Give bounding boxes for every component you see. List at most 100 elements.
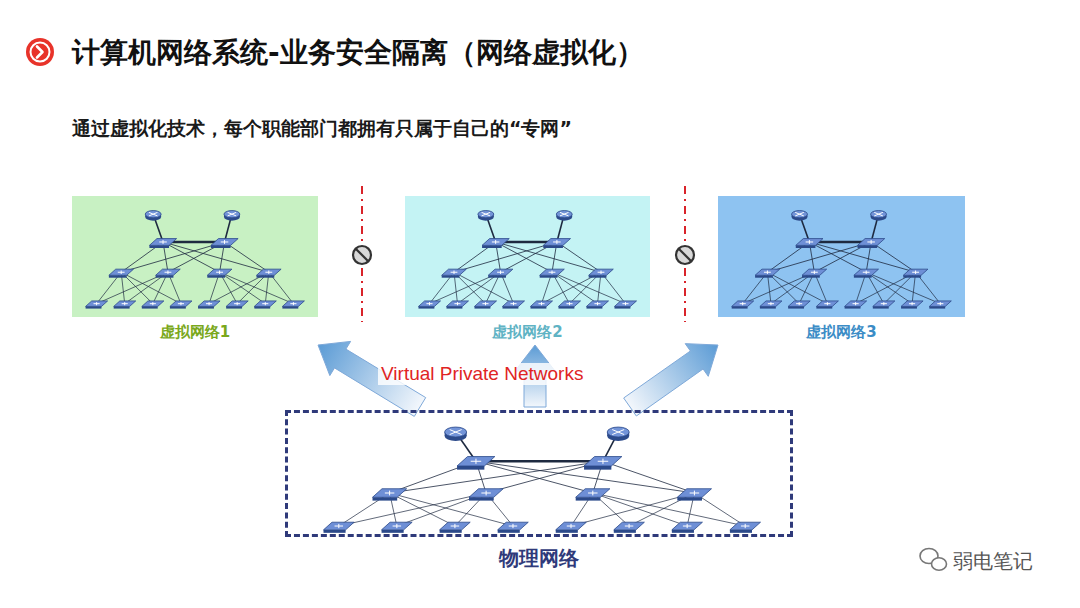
switch-top bbox=[929, 301, 951, 307]
switch-top bbox=[282, 301, 304, 307]
switch-top bbox=[730, 522, 761, 530]
switch-side bbox=[373, 497, 398, 500]
page-title: 计算机网络系统-业务安全隔离（网络虚拟化） bbox=[72, 34, 644, 72]
topology-devices bbox=[418, 211, 636, 309]
switch-mark bbox=[482, 302, 488, 305]
switch-top bbox=[418, 301, 440, 307]
switch-top bbox=[556, 522, 587, 530]
switch-side bbox=[556, 530, 578, 533]
switch-top bbox=[324, 522, 355, 530]
switch-top bbox=[86, 301, 108, 307]
switch-top bbox=[469, 489, 503, 498]
switch-top bbox=[109, 269, 134, 275]
switch-top bbox=[446, 301, 468, 307]
router-top bbox=[607, 427, 629, 437]
switch-top bbox=[211, 239, 238, 246]
network-link bbox=[809, 242, 915, 272]
switch-mark bbox=[588, 491, 598, 496]
switch-mark bbox=[385, 491, 395, 496]
switch-side bbox=[440, 530, 462, 533]
network-link bbox=[496, 242, 601, 272]
switch-side bbox=[324, 530, 346, 533]
switch-mark bbox=[393, 524, 402, 528]
switch-top bbox=[796, 239, 823, 246]
switch-top bbox=[114, 301, 136, 307]
switch-mark bbox=[221, 240, 229, 244]
network-link bbox=[571, 493, 694, 526]
switch-top bbox=[142, 301, 164, 307]
switch-mark bbox=[622, 302, 628, 305]
topology-illustration bbox=[72, 196, 318, 317]
switch-top bbox=[170, 301, 192, 307]
switch-mark bbox=[471, 459, 482, 464]
switch-side bbox=[498, 530, 520, 533]
topology-devices bbox=[86, 211, 305, 309]
router-mark bbox=[228, 212, 237, 216]
switch-mark bbox=[150, 302, 156, 305]
switch-side bbox=[382, 530, 404, 533]
router-top bbox=[145, 211, 161, 218]
switch-top bbox=[207, 269, 232, 275]
router-top bbox=[478, 211, 494, 218]
switch-side bbox=[730, 530, 752, 533]
switch-mark bbox=[806, 240, 814, 244]
switch-side bbox=[584, 466, 611, 470]
topology-links bbox=[97, 214, 294, 304]
switch-mark bbox=[741, 524, 750, 528]
router-mark bbox=[560, 212, 569, 216]
switch-mark bbox=[178, 302, 184, 305]
subtitle: 通过虚拟化技术，每个职能部门都拥有只属于自己的“专网” bbox=[72, 116, 572, 142]
topology-illustration bbox=[718, 196, 965, 317]
switch-mark bbox=[451, 524, 460, 528]
network-link bbox=[557, 242, 601, 272]
switch-top bbox=[845, 301, 867, 307]
network-link bbox=[476, 461, 593, 493]
router-mark bbox=[874, 212, 883, 216]
router-mark bbox=[149, 212, 158, 216]
panel-ground bbox=[718, 196, 965, 317]
switch-mark bbox=[598, 459, 609, 464]
block-arrow bbox=[624, 344, 718, 416]
switch-side bbox=[677, 497, 702, 500]
virtual-network-panel: 虚拟网络1 bbox=[72, 196, 318, 342]
switch-top bbox=[802, 269, 827, 275]
network-link bbox=[339, 493, 486, 526]
topology-links bbox=[339, 432, 745, 526]
switch-mark bbox=[594, 302, 600, 305]
switch-mark bbox=[492, 240, 500, 244]
switch-top bbox=[903, 269, 928, 275]
network-link bbox=[476, 460, 603, 462]
switch-mark bbox=[538, 302, 544, 305]
switch-top bbox=[760, 301, 782, 307]
network-link bbox=[390, 493, 513, 526]
switch-top bbox=[589, 269, 614, 275]
network-link bbox=[121, 242, 224, 272]
switch-mark bbox=[566, 302, 572, 305]
switch-mark bbox=[683, 524, 692, 528]
switch-top bbox=[373, 489, 407, 498]
switch-top bbox=[816, 301, 838, 307]
switch-top bbox=[558, 301, 580, 307]
physical-network-box: 物理网络 bbox=[285, 410, 793, 572]
switch-mark bbox=[881, 302, 887, 305]
switch-top bbox=[440, 522, 471, 530]
switch-mark bbox=[690, 491, 700, 496]
wechat-icon bbox=[920, 549, 947, 571]
network-label: 物理网络 bbox=[285, 545, 793, 572]
switch-top bbox=[442, 269, 467, 275]
switch-mark bbox=[796, 302, 802, 305]
switch-top bbox=[584, 457, 622, 466]
switch-top bbox=[149, 239, 176, 246]
switch-mark bbox=[824, 302, 830, 305]
switch-mark bbox=[549, 271, 556, 274]
switch-mark bbox=[811, 271, 818, 274]
network-link bbox=[121, 272, 181, 303]
switch-mark bbox=[497, 271, 504, 274]
switch-mark bbox=[567, 524, 576, 528]
switch-mark bbox=[740, 302, 746, 305]
switch-mark bbox=[909, 302, 915, 305]
overlay-label: Virtual Private Networks bbox=[378, 363, 586, 385]
switch-mark bbox=[122, 302, 128, 305]
switch-mark bbox=[625, 524, 634, 528]
switch-top bbox=[576, 489, 610, 498]
